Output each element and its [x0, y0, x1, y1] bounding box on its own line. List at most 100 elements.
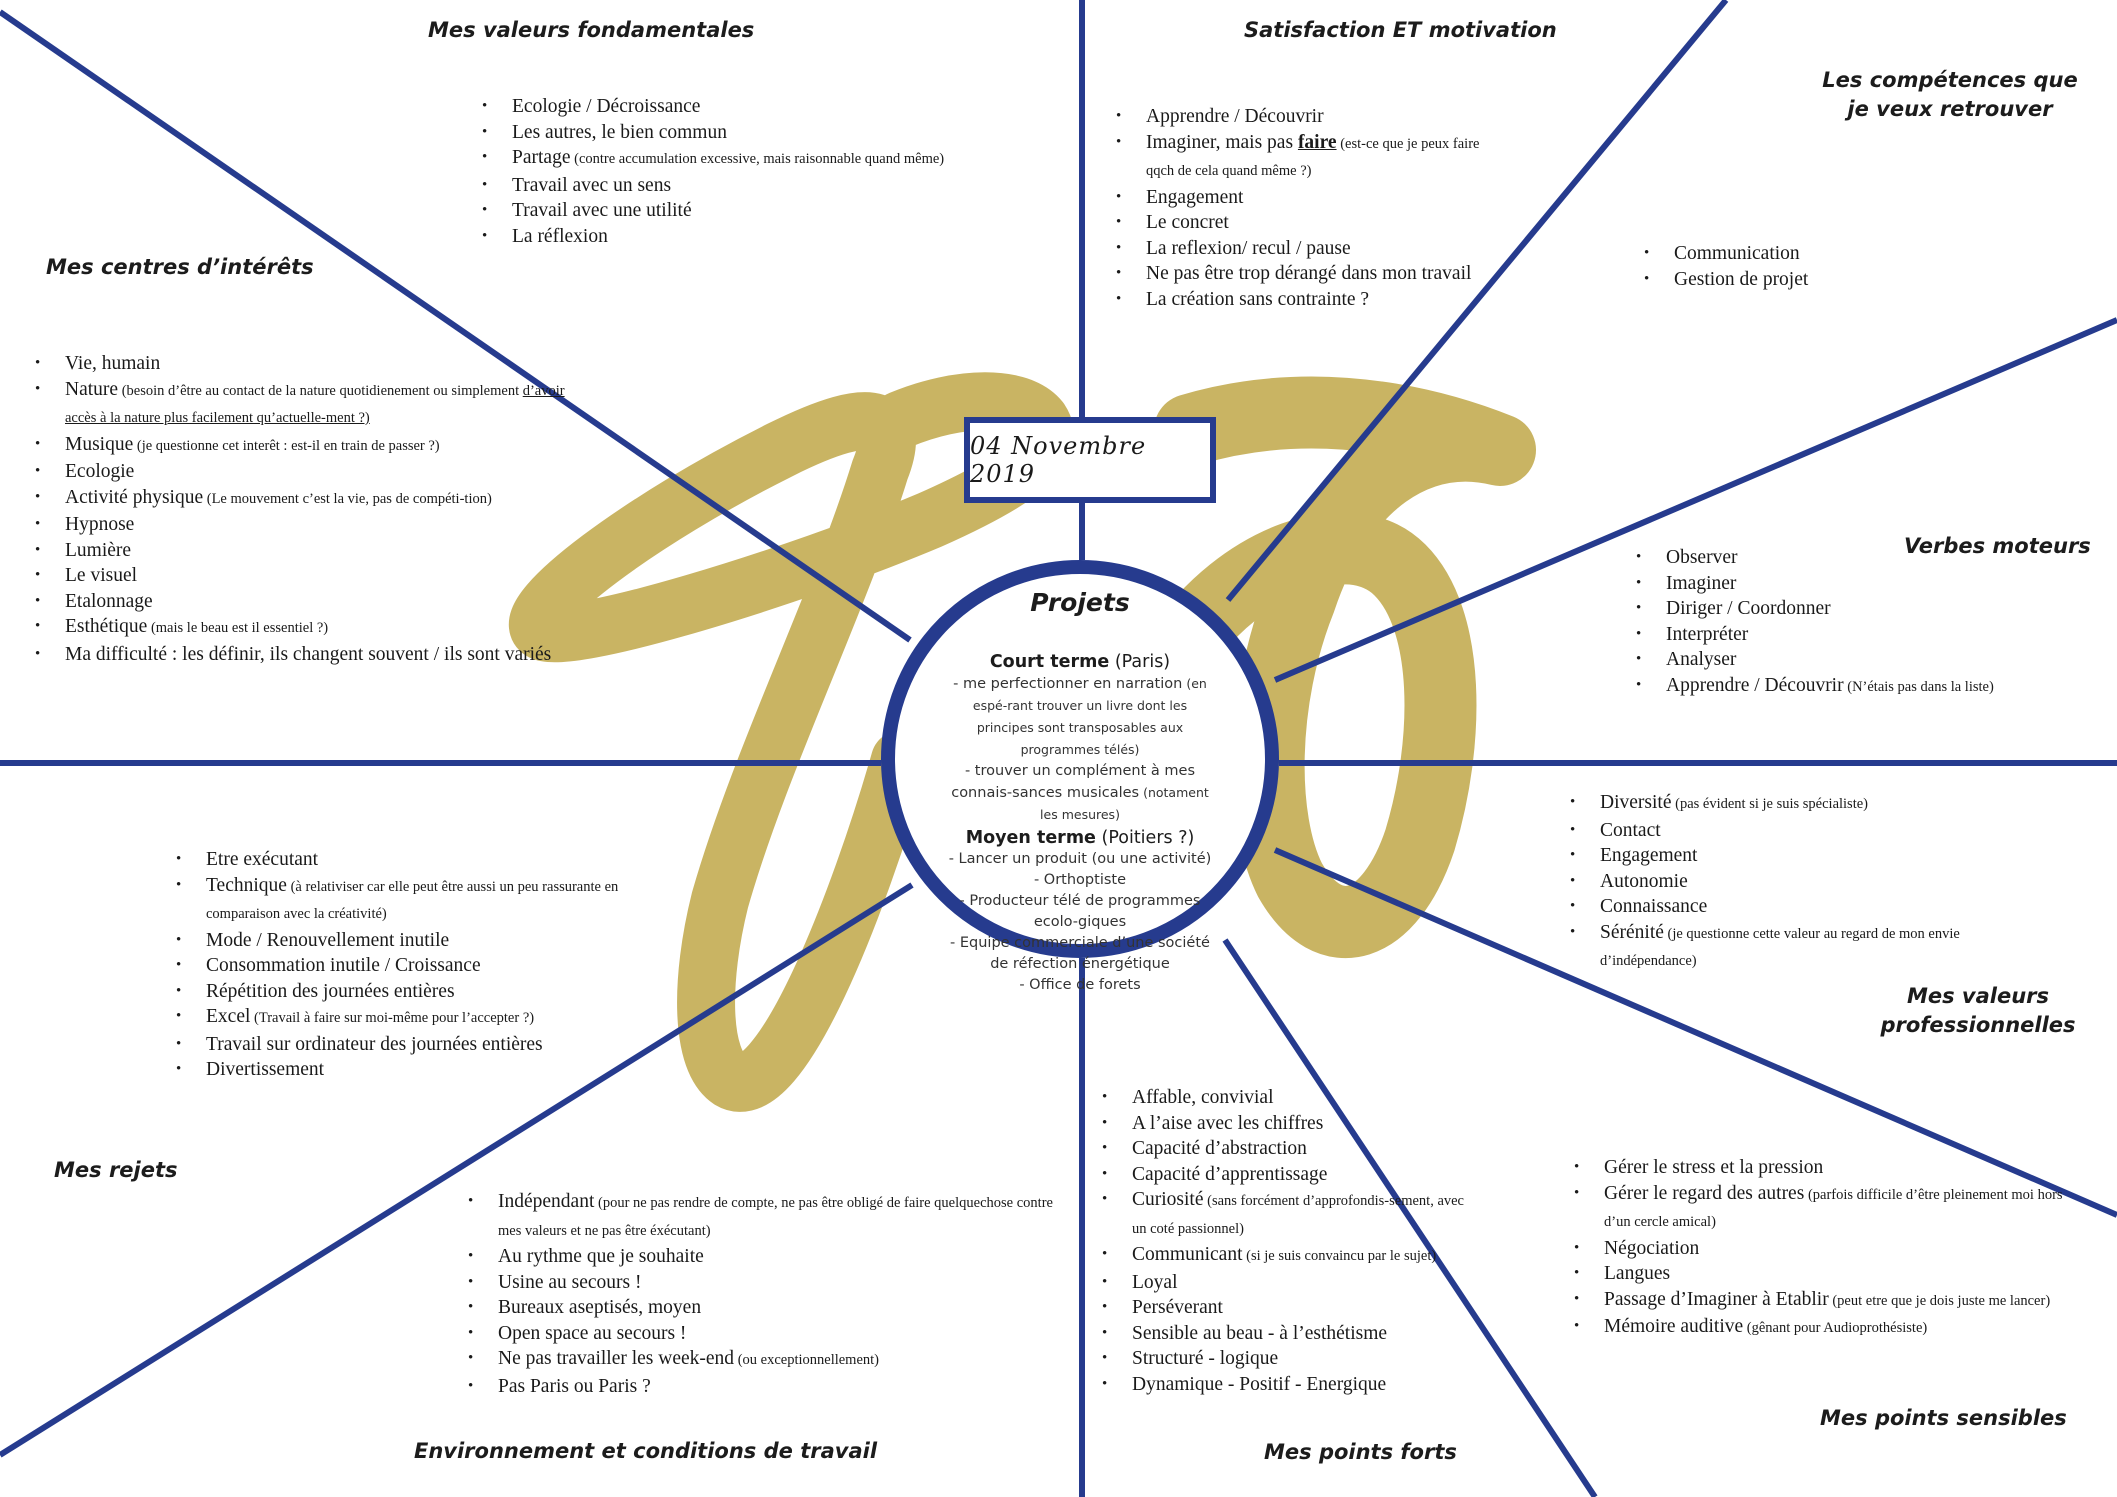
court-terme-heading: Court terme (Paris) — [989, 652, 1171, 672]
item-text: Gestion de projet — [1674, 268, 1809, 290]
list-item: Engagement — [1116, 185, 1486, 211]
item-text: Etalonnage — [65, 590, 153, 612]
moyen-item: - Office de forets — [1019, 977, 1141, 993]
list-satisfaction: Apprendre / DécouvrirImaginer, mais pas … — [1114, 104, 1486, 312]
spoke-upper-right-flat — [1273, 317, 2117, 683]
list-item: Le concret — [1116, 210, 1486, 236]
projects-title: Projets — [1030, 588, 1130, 617]
list-item: A l’aise avec les chiffres — [1102, 1111, 1472, 1137]
list-item: Hypnose — [35, 512, 577, 538]
list-item: Sensible au beau - à l’esthétisme — [1102, 1321, 1472, 1347]
item-text: Consommation inutile / Croissance — [206, 955, 481, 976]
list-item: Langues — [1574, 1261, 2084, 1287]
item-note: (Le mouvement c’est la vie, pas de compé… — [203, 490, 492, 507]
list-item: Communicant (si je suis convaincu par le… — [1102, 1242, 1472, 1270]
list-item: Contact — [1570, 818, 2000, 844]
item-note: (N’étais pas dans la liste) — [1843, 678, 1994, 695]
item-text: Engagement — [1600, 845, 1698, 866]
list-item: La réflexion — [482, 224, 1072, 250]
gold-stroke-two — [1144, 376, 1536, 958]
item-note: (gênant pour Audioprothésiste) — [1743, 1320, 1928, 1336]
projects-circle: Projets Court terme (Paris) - me perfect… — [881, 560, 1279, 993]
item-text: Divertissement — [206, 1059, 325, 1080]
list-item: Dynamique - Positif - Energique — [1102, 1372, 1472, 1398]
item-note: (si je suis convaincu par le sujet) — [1242, 1248, 1437, 1264]
item-note: (contre accumulation excessive, mais rai… — [570, 151, 945, 167]
list-item: Imaginer — [1636, 571, 2016, 597]
list-item: Usine au secours ! — [468, 1270, 1078, 1296]
list-verbes-moteurs: ObserverImaginerDiriger / CoordonnerInte… — [1634, 545, 2016, 700]
list-item: Négociation — [1574, 1236, 2084, 1262]
list-item: Musique (je questionne cet interêt : est… — [35, 432, 577, 460]
list-item: Communication — [1644, 241, 1974, 267]
item-text: Affable, convivial — [1132, 1087, 1274, 1108]
list-item: Ecologie / Décroissance — [482, 94, 1072, 120]
list-rejets: Etre exécutantTechnique (à relativiser c… — [174, 847, 656, 1083]
title-points-forts: Mes points forts — [1264, 1440, 1457, 1464]
item-text: La création sans contrainte ? — [1146, 288, 1370, 310]
item-text: Vie, humain — [65, 353, 161, 374]
list-item: Analyser — [1636, 647, 2016, 673]
item-text: Apprendre / Découvrir — [1146, 106, 1324, 127]
title-valeurs-pro: Mes valeurs professionnelles — [1880, 984, 2076, 1038]
item-text: Capacité d’abstraction — [1132, 1138, 1307, 1159]
item-text: Analyser — [1666, 649, 1737, 670]
date-label: 04 Novembre 2019 — [970, 432, 1147, 488]
list-item: Observer — [1636, 545, 2016, 571]
item-text: Travail sur ordinateur des journées enti… — [206, 1033, 543, 1055]
item-text: Travail avec un sens — [512, 174, 672, 196]
item-note: (peut etre que je dois juste me lancer) — [1828, 1292, 2051, 1309]
list-item: Capacité d’abstraction — [1102, 1136, 1472, 1162]
list-item: Ma difficulté : les définir, ils changen… — [35, 642, 577, 668]
item-text: Usine au secours ! — [498, 1271, 642, 1293]
list-item: Engagement — [1570, 843, 2000, 869]
item-note: (pour ne pas rendre de compte, ne pas êt… — [498, 1195, 1053, 1239]
list-item: Pas Paris ou Paris ? — [468, 1374, 1078, 1400]
list-item: Esthétique (mais le beau est il essentie… — [35, 614, 577, 642]
list-item: Sérénité (je questionne cette valeur au … — [1570, 920, 2000, 975]
list-item: Ne pas travailler les week-end (ou excep… — [468, 1346, 1078, 1374]
item-text: Contact — [1600, 819, 1661, 841]
list-item: Diriger / Coordonner — [1636, 596, 2016, 622]
item-text: Open space au secours ! — [498, 1322, 687, 1344]
list-item: Ecologie — [35, 459, 577, 485]
title-valeurs-fondamentales: Mes valeurs fondamentales — [428, 18, 755, 42]
item-emphasis: faire — [1297, 131, 1337, 153]
list-item: Interpréter — [1636, 622, 2016, 648]
item-text: Excel — [206, 1006, 251, 1027]
title-satisfaction: Satisfaction ET motivation — [1244, 18, 1557, 42]
item-note: (à relativiser car elle peut être aussi … — [206, 878, 619, 923]
item-note: (Travail à faire sur moi-même pour l’acc… — [250, 1010, 535, 1026]
list-item: Partage (contre accumulation excessive, … — [482, 145, 1072, 173]
item-text: Hypnose — [65, 514, 135, 535]
list-item: Technique (à relativiser car elle peut ê… — [176, 873, 656, 928]
list-item: Passage d’Imaginer à Etablir (peut etre … — [1574, 1287, 2084, 1315]
list-item: Perséverant — [1102, 1295, 1472, 1321]
moyen-item: - Orthoptiste — [1033, 872, 1127, 888]
list-item: Consommation inutile / Croissance — [176, 953, 656, 979]
moyen-item: - Lancer un produit (ou une activité) — [948, 851, 1212, 867]
item-text: Diversité — [1600, 792, 1672, 813]
list-competences: CommunicationGestion de projet — [1642, 241, 1974, 292]
item-note: (pas évident si je suis spécialiste) — [1671, 796, 1868, 812]
item-text: Gérer le stress et la pression — [1604, 1157, 1824, 1178]
item-text: La reflexion/ recul / pause — [1146, 237, 1351, 259]
list-item: Diversité (pas évident si je suis spécia… — [1570, 790, 2000, 818]
list-item: Les autres, le bien commun — [482, 120, 1072, 146]
title-centres-interets: Mes centres d’intérêts — [46, 255, 314, 279]
spoke-upper-left — [0, 9, 912, 643]
item-text: Imaginer — [1666, 572, 1737, 594]
list-item: Indépendant (pour ne pas rendre de compt… — [468, 1189, 1078, 1244]
item-text: Autonomie — [1600, 870, 1688, 892]
item-text: Gérer le regard des autres — [1604, 1182, 1805, 1204]
item-text: Interpréter — [1666, 623, 1749, 645]
item-text: Travail avec une utilité — [512, 200, 692, 221]
list-item: Vie, humain — [35, 351, 577, 377]
list-item: Imaginer, mais pas faire (est-ce que je … — [1116, 130, 1486, 185]
item-text: Structuré - logique — [1132, 1348, 1279, 1369]
list-item: Capacité d’apprentissage — [1102, 1162, 1472, 1188]
list-item: Loyal — [1102, 1270, 1472, 1296]
list-item: Gérer le stress et la pression — [1574, 1155, 2084, 1181]
item-text: Musique — [65, 433, 134, 455]
list-item: Etalonnage — [35, 589, 577, 615]
